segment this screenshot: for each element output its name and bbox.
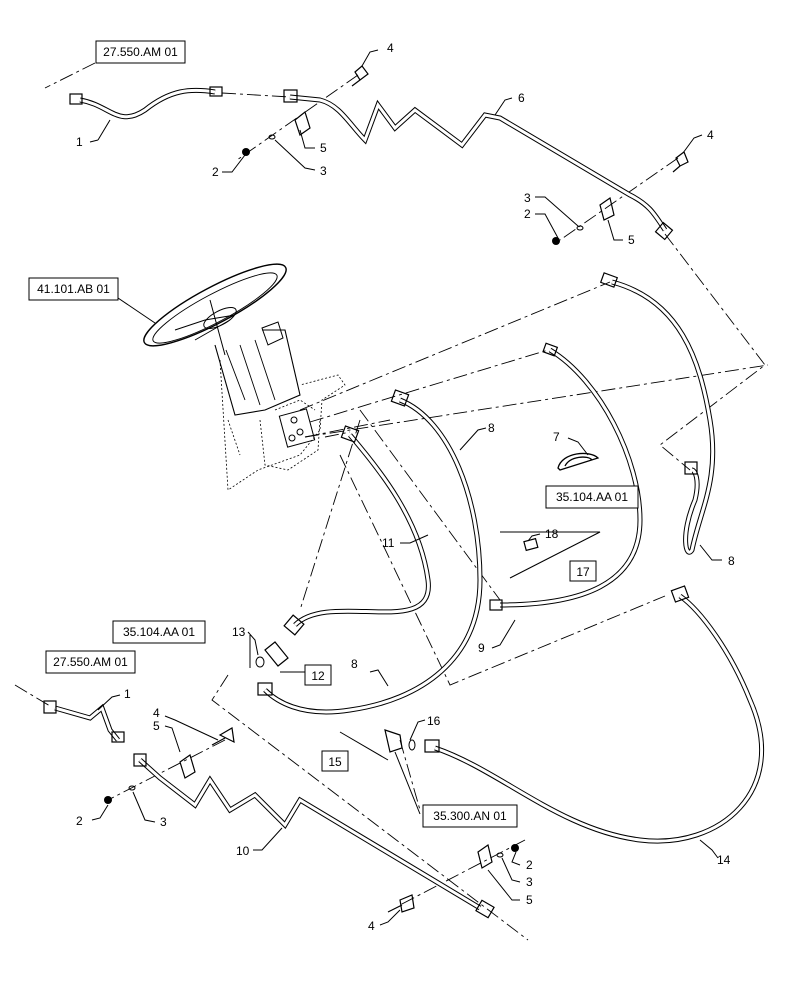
callout-number[interactable]: 2 — [76, 814, 83, 828]
boxed-number-label: 17 — [576, 565, 590, 579]
hoses — [255, 272, 764, 844]
callout-number[interactable]: 2 — [212, 165, 219, 179]
steering-wheel-assembly — [143, 263, 346, 491]
valve-block — [278, 408, 316, 448]
top-tubes — [69, 65, 689, 245]
callout-number[interactable]: 8 — [488, 421, 495, 435]
reference-box-bottom-left[interactable]: 27.550.AM 01 — [45, 650, 136, 674]
callout-number[interactable]: 3 — [526, 875, 533, 889]
reference-label: 35.300.AN 01 — [433, 809, 507, 823]
callout-number[interactable]: 5 — [153, 719, 160, 733]
reference-box-top-left[interactable]: 27.550.AM 01 — [95, 40, 186, 64]
callout-number[interactable]: 5 — [628, 233, 635, 247]
callout-number[interactable]: 5 — [526, 893, 533, 907]
boxed-number-15[interactable]: 15 — [321, 750, 349, 772]
reference-label: 35.104.AA 01 — [123, 625, 195, 639]
callout-number[interactable]: 14 — [717, 853, 731, 867]
callout-number[interactable]: 6 — [518, 91, 525, 105]
callouts: 1 2 3 4 5 6 2 3 4 5 8 7 11 18 8 9 13 8 1… — [76, 41, 735, 933]
callout-number[interactable]: 16 — [427, 714, 441, 728]
callout-number[interactable]: 4 — [368, 919, 375, 933]
callout-number[interactable]: 4 — [707, 128, 714, 142]
leader-lines — [89, 49, 722, 926]
reference-box-steering[interactable]: 41.101.AB 01 — [28, 277, 119, 301]
reference-box-mid-right[interactable]: 35.104.AA 01 — [545, 485, 639, 509]
callout-number[interactable]: 10 — [236, 844, 250, 858]
reference-label: 27.550.AM 01 — [53, 655, 128, 669]
boxed-number-17[interactable]: 17 — [569, 560, 597, 582]
callout-number[interactable]: 13 — [232, 625, 246, 639]
callout-number[interactable]: 8 — [351, 657, 358, 671]
callout-number[interactable]: 4 — [153, 706, 160, 720]
reference-box-bottom-mid[interactable]: 35.300.AN 01 — [422, 804, 518, 828]
reference-label: 41.101.AB 01 — [37, 282, 110, 296]
reference-label: 35.104.AA 01 — [556, 490, 628, 504]
callout-number[interactable]: 18 — [545, 527, 559, 541]
reference-box-mid-left[interactable]: 35.104.AA 01 — [112, 620, 206, 644]
boxed-number-12[interactable]: 12 — [304, 664, 332, 686]
boxed-number-label: 12 — [311, 669, 325, 683]
bottom-tubes — [43, 700, 519, 919]
callout-number[interactable]: 3 — [320, 164, 327, 178]
callout-number[interactable]: 11 — [382, 536, 395, 550]
callout-number[interactable]: 4 — [387, 41, 394, 55]
callout-number[interactable]: 9 — [478, 641, 485, 655]
callout-number[interactable]: 2 — [524, 207, 531, 221]
callout-number[interactable]: 1 — [124, 687, 131, 701]
callout-number[interactable]: 1 — [76, 135, 83, 149]
callout-number[interactable]: 5 — [320, 141, 327, 155]
callout-number[interactable]: 3 — [524, 191, 531, 205]
boxed-number-label: 15 — [328, 755, 342, 769]
center-lines — [14, 62, 769, 941]
reference-label: 27.550.AM 01 — [103, 45, 178, 59]
callout-number[interactable]: 3 — [160, 815, 167, 829]
callout-number[interactable]: 7 — [553, 430, 560, 444]
callout-number[interactable]: 2 — [526, 858, 533, 872]
callout-number[interactable]: 8 — [728, 554, 735, 568]
